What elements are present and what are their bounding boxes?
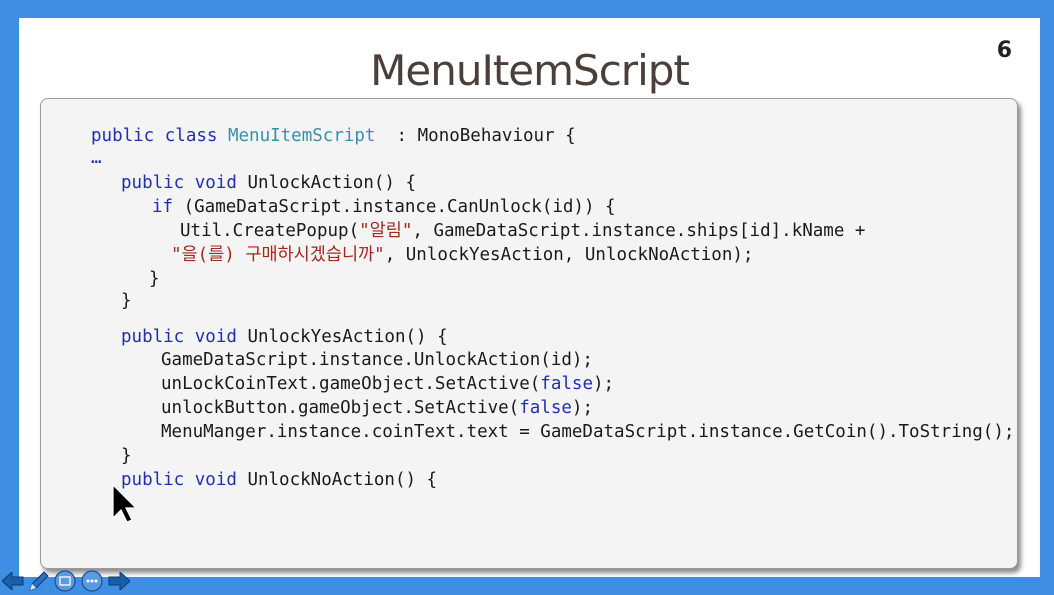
code-line: public void UnlockYesAction() { [121,326,448,348]
code-line: unlockButton.gameObject.SetActive(false)… [161,397,593,419]
code-token: ); [592,374,615,394]
presentation-slide: MenuItemScript 6 public class MenuItemSc… [19,18,1040,577]
code-token: (GameDataScript.instance.CanUnlock(id)) … [183,197,616,217]
code-block: public class MenuItemScript : MonoBehavi… [40,98,1018,569]
code-token: … [91,148,102,168]
code-token: , UnlockYesAction, UnlockNoAction); [384,245,754,265]
code-token: MenuItemScript [227,126,376,146]
code-token: public void [121,327,248,347]
code-line: } [121,290,132,312]
forward-arrow-icon[interactable] [108,570,130,592]
code-token: false [519,398,572,418]
code-line: … [91,147,102,169]
code-token: public void [121,173,248,193]
code-token: Util.CreatePopup( [180,221,360,241]
code-token: public void [121,470,248,490]
code-token: UnlockYesAction() { [247,327,448,347]
code-token: ); [571,398,593,418]
code-line: } [121,445,132,467]
code-token: false [540,374,593,394]
code-token: "알림" [359,221,413,241]
code-token: } [121,446,132,466]
code-token: "을(를) 구매하시겠습니까" [171,245,385,265]
code-line: GameDataScript.instance.UnlockAction(id)… [161,349,593,371]
code-line: } [149,268,160,290]
code-token: } [149,269,160,289]
code-token: , GameDataScript.instance.ships[id].kNam… [412,221,866,241]
code-token: UnlockNoAction() { [247,470,438,490]
code-token: unlockButton.gameObject.SetActive( [161,398,520,418]
code-line: MenuManger.instance.coinText.text = Game… [161,421,1014,443]
code-token: UnlockAction() { [247,173,417,193]
slide-view-icon[interactable] [54,570,76,592]
code-token: } [121,291,132,311]
code-token: public class [91,126,228,146]
code-line: public class MenuItemScript : MonoBehavi… [91,125,576,147]
code-line: public void UnlockNoAction() { [121,469,437,491]
back-arrow-icon[interactable] [2,570,24,592]
code-line: Util.CreatePopup("알림", GameDataScript.in… [180,220,865,242]
code-token: unLockCoinText.gameObject.SetActive( [161,374,541,394]
slide-title: MenuItemScript [370,46,690,95]
code-token: GameDataScript.instance.UnlockAction(id)… [161,350,593,370]
slide-page-number: 6 [996,38,1012,63]
code-line: if (GameDataScript.instance.CanUnlock(id… [152,196,616,218]
code-token: if [152,197,184,217]
code-line: unLockCoinText.gameObject.SetActive(fals… [161,373,614,395]
code-token: : MonoBehaviour { [375,126,576,146]
more-icon[interactable] [81,570,103,592]
pen-icon[interactable] [28,570,50,592]
mouse-cursor-icon [112,483,138,528]
code-token: MenuManger.instance.coinText.text = Game… [161,422,1015,442]
code-line: "을(를) 구매하시겠습니까", UnlockYesAction, Unlock… [171,244,753,266]
code-line: public void UnlockAction() { [121,172,416,194]
